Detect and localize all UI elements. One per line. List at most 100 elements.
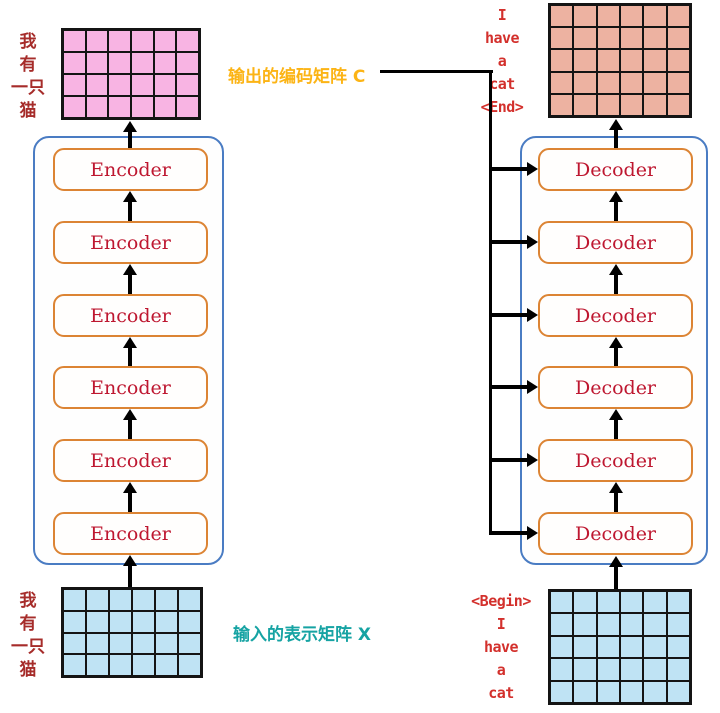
- arrow-right-shaft: [490, 458, 528, 462]
- matrix-cell: [621, 681, 643, 702]
- encoder-block-label: Encoder: [90, 449, 171, 472]
- token: 一只: [11, 78, 45, 98]
- matrix-cell: [667, 6, 689, 27]
- encoder-output-tokens: 我 有 一只 猫: [0, 28, 56, 121]
- encoder-block: Encoder: [53, 366, 208, 409]
- arrow-up-icon: [123, 555, 137, 566]
- matrix-cell: [179, 590, 200, 610]
- matrix-cell: [551, 614, 573, 635]
- matrix-cell: [179, 633, 200, 654]
- token: a: [496, 660, 506, 679]
- matrix-cell: [156, 590, 177, 610]
- matrix-cell: [621, 50, 643, 71]
- token: have: [484, 28, 520, 47]
- matrix-cell: [64, 655, 85, 675]
- matrix-cell: [133, 590, 154, 610]
- arrow-up-icon: [123, 337, 137, 348]
- matrix-cell: [574, 614, 596, 635]
- matrix-cell: [156, 655, 177, 675]
- arrow-up-shaft: [614, 492, 618, 512]
- matrix-cell: [177, 53, 198, 73]
- matrix-cell: [644, 659, 666, 680]
- matrix-cell: [621, 72, 643, 93]
- matrix-cell: [87, 655, 108, 675]
- matrix-cell: [644, 636, 666, 658]
- matrix-cell: [644, 94, 666, 115]
- arrow-right-icon: [527, 162, 538, 176]
- arrow-up-shaft: [614, 419, 618, 439]
- decoder-block: Decoder: [538, 148, 693, 191]
- matrix-cell: [177, 31, 198, 51]
- matrix-cell: [64, 633, 85, 654]
- token: 我: [19, 32, 37, 52]
- matrix-cell: [597, 659, 619, 680]
- arrow-up-icon: [609, 337, 623, 348]
- encoder-block: Encoder: [53, 439, 208, 482]
- matrix-cell: [644, 614, 666, 635]
- arrow-up-icon: [609, 264, 623, 275]
- arrow-up-icon: [123, 121, 137, 132]
- matrix-cell: [667, 659, 689, 680]
- encoder-block-label: Encoder: [90, 304, 171, 327]
- matrix-cell: [551, 50, 573, 71]
- arrow-up-shaft: [128, 274, 132, 294]
- matrix-cell: [597, 592, 619, 613]
- matrix-cell: [133, 611, 154, 632]
- matrix-cell: [621, 659, 643, 680]
- matrix-cell: [86, 31, 108, 51]
- decoder-output-tokens: I have a cat <End>: [460, 3, 544, 118]
- arrow-right-icon: [527, 380, 538, 394]
- matrix-cell: [667, 50, 689, 71]
- matrix-cell: [621, 592, 643, 613]
- matrix-cell: [597, 636, 619, 658]
- matrix-cell: [177, 75, 198, 95]
- matrix-cell: [86, 53, 108, 73]
- arrow-right-shaft: [490, 240, 528, 244]
- arrow-right-shaft: [490, 531, 528, 535]
- arrow-up-icon: [123, 191, 137, 202]
- encoder-block-label: Encoder: [90, 158, 171, 181]
- arrow-up-shaft: [614, 201, 618, 221]
- token: a: [497, 51, 507, 70]
- matrix-cell: [156, 611, 177, 632]
- matrix-cell: [131, 31, 153, 51]
- matrix-cell: [667, 592, 689, 613]
- matrix-cell: [667, 72, 689, 93]
- arrow-up-shaft: [128, 201, 132, 221]
- matrix-cell: [574, 94, 596, 115]
- token: 有: [19, 614, 37, 634]
- matrix-cell: [574, 50, 596, 71]
- arrow-up-shaft: [128, 565, 132, 587]
- matrix-cell: [644, 592, 666, 613]
- token: 猫: [19, 660, 37, 680]
- matrix-cell: [110, 633, 131, 654]
- arrow-up-icon: [123, 264, 137, 275]
- arrow-right-icon: [527, 453, 538, 467]
- encoder-block: Encoder: [53, 148, 208, 191]
- matrix-cell: [551, 72, 573, 93]
- token: 有: [19, 55, 37, 75]
- matrix-cell: [667, 636, 689, 658]
- matrix-cell: [179, 611, 200, 632]
- encoder-output-matrix: [61, 28, 201, 120]
- matrix-cell: [551, 659, 573, 680]
- matrix-cell: [109, 97, 130, 117]
- matrix-cell: [86, 75, 108, 95]
- matrix-cell: [64, 611, 85, 632]
- token: I: [496, 614, 506, 633]
- matrix-cell: [597, 614, 619, 635]
- matrix-cell: [574, 6, 596, 27]
- matrix-cell: [109, 75, 130, 95]
- matrix-cell: [131, 53, 153, 73]
- matrix-cell: [621, 28, 643, 49]
- matrix-cell: [87, 590, 108, 610]
- matrix-cell: [551, 636, 573, 658]
- decoder-block-label: Decoder: [574, 158, 657, 181]
- token: 一只: [11, 637, 45, 657]
- matrix-cell: [87, 611, 108, 632]
- arrow-up-icon: [123, 482, 137, 493]
- matrix-cell: [574, 681, 596, 702]
- matrix-cell: [133, 655, 154, 675]
- matrix-cell: [574, 636, 596, 658]
- matrix-cell: [644, 50, 666, 71]
